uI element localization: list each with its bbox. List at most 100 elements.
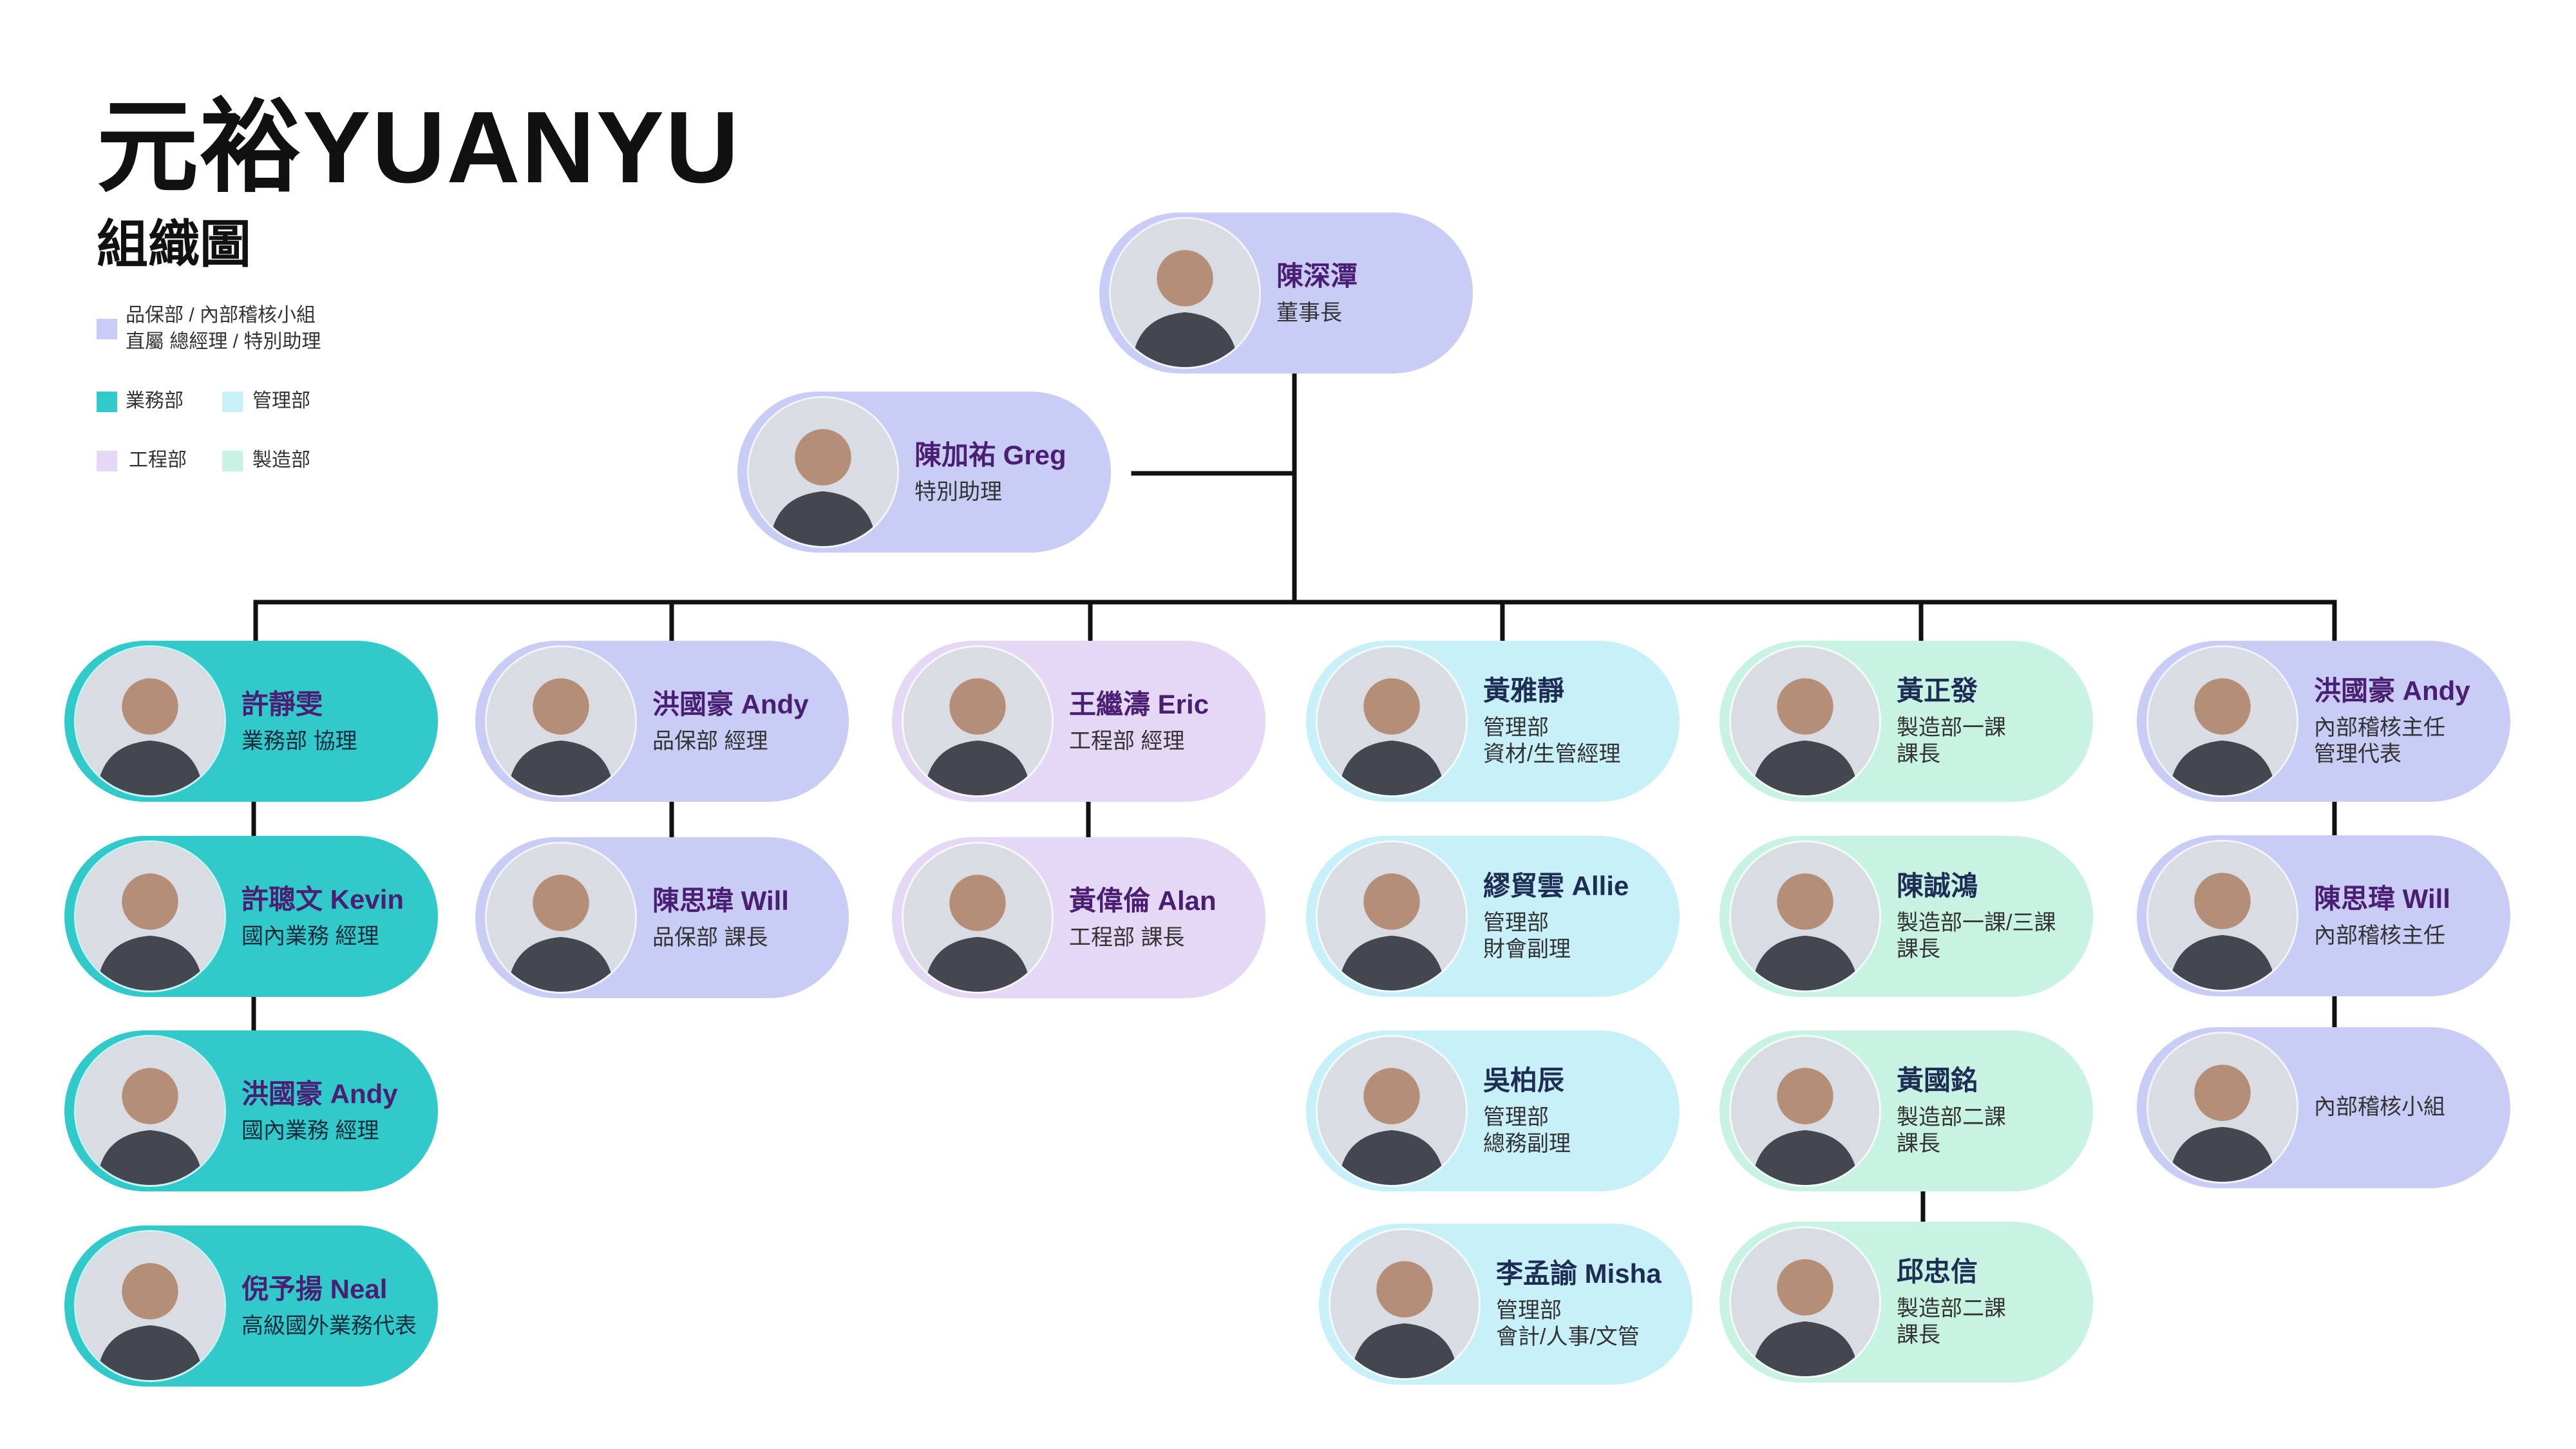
person-photo-icon bbox=[1318, 842, 1466, 990]
sales-name-2: 許聰文 Kevin bbox=[242, 884, 404, 915]
person-photo-icon bbox=[2148, 647, 2297, 795]
audit-node-1[interactable]: 洪國豪 Andy 內部稽核主任 管理代表 bbox=[2137, 641, 2510, 802]
audit-name-2: 陳思瑋 Will bbox=[2314, 884, 2450, 914]
person-photo-icon bbox=[904, 647, 1052, 795]
legend-swatch-admin bbox=[222, 392, 243, 412]
assistant-photo bbox=[747, 396, 899, 548]
chairman-name: 陳深潭 bbox=[1276, 261, 1358, 292]
legend-label-engineering: 工程部 bbox=[129, 450, 187, 471]
person-photo-icon bbox=[487, 647, 635, 795]
manufacturing-node-3[interactable]: 黃國銘製造部二課 課長 bbox=[1719, 1030, 2093, 1191]
person-photo-icon bbox=[76, 647, 224, 795]
admin-photo-1 bbox=[1316, 645, 1468, 797]
engineering-photo-2 bbox=[902, 842, 1054, 994]
engineering-node-2[interactable]: 黃偉倫 Alan 工程部 課長 bbox=[892, 837, 1265, 998]
legend-swatch-manufacturing bbox=[222, 451, 243, 471]
legend-swatch-sales bbox=[97, 392, 117, 412]
manufacturing-name-3: 黃國銘 bbox=[1897, 1065, 1978, 1096]
manufacturing-photo-2 bbox=[1729, 840, 1881, 992]
sales-node-1[interactable]: 許靜雯業務部 協理 bbox=[64, 641, 438, 802]
assistant-name: 陳加祐 Greg bbox=[914, 440, 1066, 471]
person-photo-icon bbox=[1318, 647, 1466, 795]
admin-name-3: 吳柏辰 bbox=[1483, 1065, 1565, 1096]
engineering-name-2: 黃偉倫 Alan bbox=[1069, 886, 1217, 916]
manufacturing-node-2[interactable]: 陳誠鴻製造部一課/三課 課長 bbox=[1719, 836, 2093, 997]
manufacturing-name-4: 邱忠信 bbox=[1897, 1256, 1978, 1287]
person-photo-icon bbox=[1331, 1230, 1479, 1378]
manufacturing-photo-3 bbox=[1729, 1035, 1881, 1187]
page-title: 元裕YUANYU bbox=[97, 91, 741, 204]
engineering-name-1: 王繼濤 Eric bbox=[1069, 689, 1209, 720]
manufacturing-photo-1 bbox=[1729, 645, 1881, 797]
sales-role-1: 業務部 協理 bbox=[242, 728, 357, 753]
person-photo-icon bbox=[76, 842, 224, 990]
person-photo-icon bbox=[487, 844, 635, 992]
manufacturing-name-1: 黃正發 bbox=[1897, 676, 1978, 706]
sales-node-3[interactable]: 洪國豪 Andy 國內業務 經理 bbox=[64, 1030, 438, 1191]
admin-name-2: 繆貿雲 Allie bbox=[1483, 871, 1629, 902]
audit-role-3: 內部稽核小組 bbox=[2314, 1095, 2445, 1120]
manufacturing-role-1: 製造部一課 課長 bbox=[1897, 715, 2006, 767]
page-subtitle: 組織圖 bbox=[97, 216, 251, 273]
person-photo-icon bbox=[1731, 647, 1879, 795]
admin-node-3[interactable]: 吳柏辰管理部 總務副理 bbox=[1306, 1030, 1680, 1191]
person-photo-icon bbox=[904, 844, 1052, 992]
admin-node-2[interactable]: 繆貿雲 Allie 管理部 財會副理 bbox=[1306, 836, 1680, 997]
quality-role-2: 品保部 課長 bbox=[652, 925, 768, 950]
sales-role-3: 國內業務 經理 bbox=[242, 1118, 379, 1143]
admin-role-1: 管理部 資材/生管經理 bbox=[1483, 715, 1621, 767]
quality-photo-2 bbox=[485, 842, 637, 994]
sales-node-4[interactable]: 倪予揚 Neal 高級國外業務代表 bbox=[64, 1226, 438, 1387]
chairman-node[interactable]: 陳深潭董事長 bbox=[1099, 213, 1473, 374]
legend-swatch-quality bbox=[97, 319, 117, 339]
audit-photo-2 bbox=[2146, 840, 2298, 992]
engineering-role-2: 工程部 課長 bbox=[1069, 925, 1185, 950]
admin-role-2: 管理部 財會副理 bbox=[1483, 910, 1571, 962]
person-photo-icon bbox=[1731, 1228, 1879, 1376]
quality-node-1[interactable]: 洪國豪 Andy 品保部 經理 bbox=[475, 641, 849, 802]
sales-name-4: 倪予揚 Neal bbox=[242, 1274, 388, 1305]
admin-node-1[interactable]: 黃雅靜管理部 資材/生管經理 bbox=[1306, 641, 1680, 802]
legend-label-admin: 管理部 bbox=[252, 390, 310, 412]
admin-photo-2 bbox=[1316, 840, 1468, 992]
sales-photo-3 bbox=[74, 1035, 226, 1187]
legend-label-manufacturing: 製造部 bbox=[252, 450, 310, 471]
admin-role-4: 管理部 會計/人事/文管 bbox=[1496, 1298, 1640, 1350]
manufacturing-node-1[interactable]: 黃正發製造部一課 課長 bbox=[1719, 641, 2093, 802]
audit-name-1: 洪國豪 Andy bbox=[2314, 676, 2470, 706]
chairman-photo bbox=[1109, 217, 1261, 369]
engineering-photo-1 bbox=[902, 645, 1054, 797]
person-photo-icon bbox=[1111, 219, 1259, 367]
sales-name-1: 許靜雯 bbox=[242, 689, 323, 720]
audit-role-1: 內部稽核主任 管理代表 bbox=[2314, 715, 2445, 767]
person-photo-icon bbox=[2148, 1034, 2297, 1182]
sales-name-3: 洪國豪 Andy bbox=[242, 1079, 398, 1110]
manufacturing-name-2: 陳誠鴻 bbox=[1897, 871, 1978, 902]
legend-label-sales: 業務部 bbox=[126, 390, 184, 412]
audit-photo-3 bbox=[2146, 1032, 2298, 1184]
legend-swatch-engineering bbox=[97, 451, 117, 471]
quality-photo-1 bbox=[485, 645, 637, 797]
admin-photo-3 bbox=[1316, 1035, 1468, 1187]
sales-photo-4 bbox=[74, 1230, 226, 1382]
sales-photo-2 bbox=[74, 840, 226, 992]
manufacturing-node-4[interactable]: 邱忠信製造部二課 課長 bbox=[1719, 1222, 2093, 1383]
admin-photo-4 bbox=[1329, 1228, 1481, 1380]
quality-role-1: 品保部 經理 bbox=[652, 728, 768, 753]
person-photo-icon bbox=[1731, 842, 1879, 990]
audit-node-3[interactable]: 內部稽核小組 bbox=[2137, 1027, 2510, 1188]
sales-role-4: 高級國外業務代表 bbox=[242, 1313, 417, 1338]
person-photo-icon bbox=[1318, 1037, 1466, 1185]
quality-name-1: 洪國豪 Andy bbox=[652, 689, 809, 720]
chairman-role: 董事長 bbox=[1276, 300, 1342, 325]
manufacturing-photo-4 bbox=[1729, 1226, 1881, 1378]
manufacturing-role-3: 製造部二課 課長 bbox=[1897, 1104, 2006, 1157]
person-photo-icon bbox=[1731, 1037, 1879, 1185]
